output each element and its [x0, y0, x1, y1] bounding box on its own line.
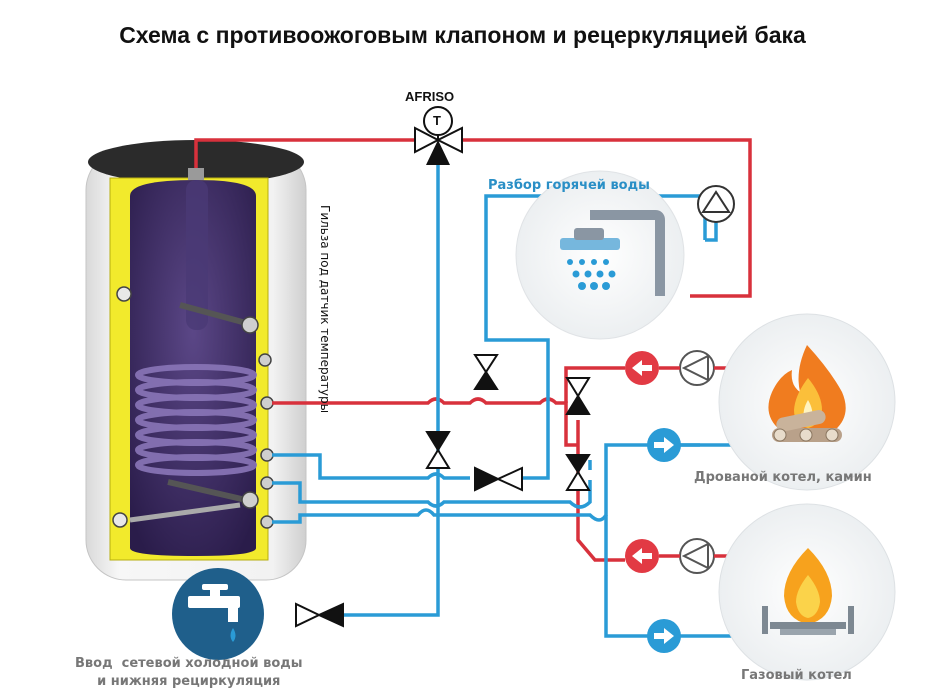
thermostatic-valve-icon[interactable] [414, 106, 463, 165]
faucet-icon [188, 584, 240, 642]
hot-outlet-fitting [188, 168, 204, 180]
sensor-rod-lower [167, 479, 247, 503]
hot-water-draw-label: Разбор горячей воды [488, 178, 650, 193]
cold-water-inlet [172, 568, 264, 660]
sensor-sleeve-label-wrap: Гильза под датчик температуры [316, 205, 336, 413]
valve-icon[interactable] [565, 454, 591, 491]
tank-fittings [112, 286, 274, 529]
wood-boiler-label: Дрованой котел, камин [694, 470, 872, 485]
cold-flow-arrow-lower [647, 619, 681, 653]
valve-icon[interactable] [565, 377, 591, 415]
cold-flow-arrow-upper [647, 428, 681, 462]
pump-icon [679, 350, 715, 386]
wood-boiler [718, 313, 896, 491]
hot-flow-arrow-lower [625, 539, 659, 573]
sensor-rod-upper [179, 302, 247, 326]
gas-boiler-label: Газовый котел [741, 668, 852, 683]
fire-icon [768, 345, 846, 442]
shower-icon [560, 210, 665, 296]
cold-inlet-label: Ввод сетевой холодной воды и нижняя реци… [75, 655, 303, 691]
valve-brand-label: AFRISO [405, 89, 455, 104]
cold-inlet-label-line1: Ввод сетевой холодной воды [75, 656, 303, 671]
cold-inlet-label-line2: и нижняя рециркуляция [97, 674, 281, 689]
valve-icon[interactable] [295, 602, 344, 628]
gas-flame-icon [762, 548, 854, 635]
valve-symbol-label: T [433, 113, 441, 128]
diagram-title: Схема с противоожоговым клапоном и рецер… [119, 22, 806, 48]
heating-element [129, 502, 241, 523]
valve-icon[interactable] [474, 466, 523, 492]
hot-water-draw-point [515, 170, 685, 340]
pump-icon [679, 538, 715, 574]
sensor-sleeve-label: Гильза под датчик температуры [318, 205, 332, 414]
anode-rod [186, 180, 208, 330]
heat-exchanger-coil [135, 364, 257, 476]
pump-icon [697, 185, 735, 223]
hot-flow-arrow-upper [625, 351, 659, 385]
gas-boiler [718, 503, 896, 681]
water-tank [85, 140, 307, 581]
valve-icon[interactable] [473, 354, 499, 390]
valve-icon[interactable] [425, 431, 451, 469]
